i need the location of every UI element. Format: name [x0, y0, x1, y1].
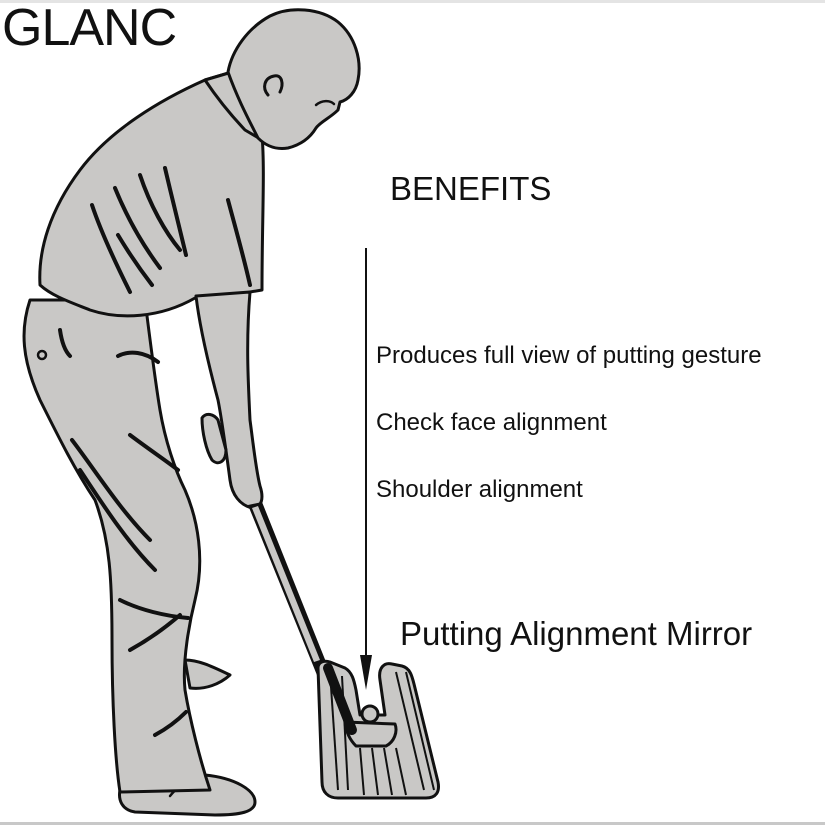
putting-mirror-icon: [316, 659, 440, 800]
clothing-fold-lines: [58, 166, 252, 737]
product-name: Putting Alignment Mirror: [400, 615, 753, 652]
top-border: [0, 0, 825, 3]
bottom-border: [0, 822, 825, 825]
benefit-item: Shoulder alignment: [376, 476, 583, 503]
pocket-button-icon: [36, 349, 48, 361]
golfer-icon: [22, 8, 361, 817]
brand-logo-text: GLANC: [2, 0, 177, 57]
arrow-down-icon: [360, 248, 372, 690]
benefit-item: Check face alignment: [376, 409, 607, 436]
benefits-heading: BENEFITS: [390, 170, 552, 207]
benefit-item: Produces full view of putting gesture: [376, 342, 762, 369]
